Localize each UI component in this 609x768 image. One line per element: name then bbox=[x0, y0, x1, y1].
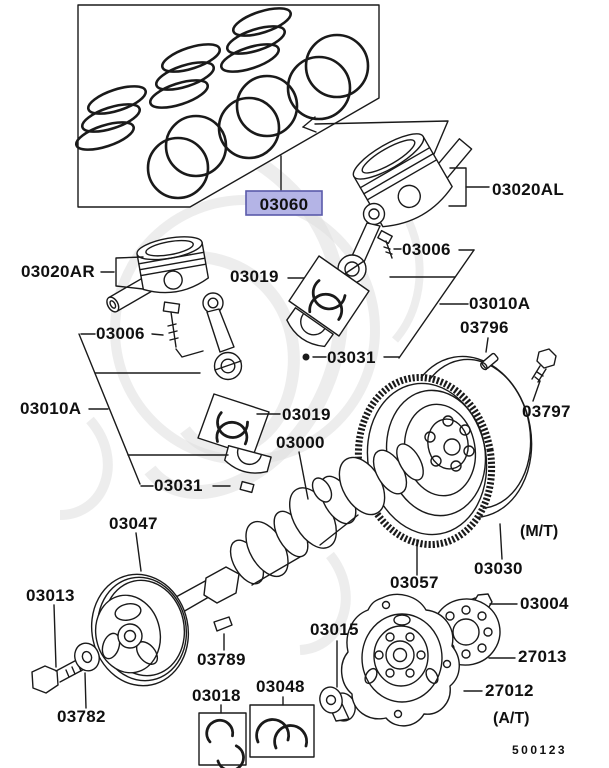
part-label-03048[interactable]: 03048 bbox=[256, 677, 305, 696]
connecting-rod-left-art bbox=[202, 292, 243, 381]
rod-bearing-box-left-art bbox=[197, 393, 270, 457]
part-label-03782[interactable]: 03782 bbox=[57, 707, 106, 726]
pin-03796-art bbox=[480, 352, 499, 371]
part-label-03006-right[interactable]: 03006 bbox=[402, 240, 451, 259]
part-label-03019-upper[interactable]: 03019 bbox=[230, 267, 279, 286]
flywheel-art bbox=[354, 355, 533, 549]
part-label-03015[interactable]: 03015 bbox=[310, 620, 359, 639]
pilot-spacer-art bbox=[319, 686, 356, 722]
part-label-03010a-left[interactable]: 03010A bbox=[20, 399, 81, 418]
part-label-03030[interactable]: 03030 bbox=[474, 559, 523, 578]
highlight-box bbox=[245, 190, 323, 216]
part-label-03796[interactable]: 03796 bbox=[460, 318, 509, 337]
bolt-03797-art bbox=[531, 348, 557, 383]
part-label-03004[interactable]: 03004 bbox=[520, 594, 569, 613]
labels: 03060 03020AL 03020AR 03019 03006 03010A… bbox=[20, 180, 571, 757]
part-label-03047[interactable]: 03047 bbox=[109, 514, 158, 533]
part-label-03060-highlight[interactable]: 03060 bbox=[245, 190, 323, 216]
part-label-03020al[interactable]: 03020AL bbox=[492, 180, 564, 199]
rod-bearing-box-right-art bbox=[288, 255, 370, 337]
part-label-27013[interactable]: 27013 bbox=[518, 647, 567, 666]
sheet-number: 500123 bbox=[512, 743, 567, 757]
rod-cap-right-art bbox=[286, 307, 334, 348]
bolt-03006-left-art bbox=[162, 301, 181, 348]
pulley-art bbox=[90, 573, 190, 687]
thrust-washer-box-art bbox=[249, 704, 315, 758]
part-label-03020ar[interactable]: 03020AR bbox=[21, 262, 95, 281]
part-label-03797[interactable]: 03797 bbox=[522, 402, 571, 421]
rod-cap-left-art bbox=[224, 444, 272, 494]
part-label-03006-left[interactable]: 03006 bbox=[96, 324, 145, 343]
part-label-03060[interactable]: 03060 bbox=[260, 195, 309, 214]
part-label-03019-lower[interactable]: 03019 bbox=[282, 405, 331, 424]
note-mt: (M/T) bbox=[520, 523, 558, 540]
piston-ring-set-box-art bbox=[74, 4, 380, 208]
part-label-03018[interactable]: 03018 bbox=[192, 686, 241, 705]
part-label-03031-mid[interactable]: 03031 bbox=[327, 348, 376, 367]
part-label-03057[interactable]: 03057 bbox=[390, 573, 439, 592]
main-bearing-box-art bbox=[198, 712, 247, 768]
part-label-27012[interactable]: 27012 bbox=[485, 681, 534, 700]
drive-plate-27012-art bbox=[341, 593, 460, 727]
piston-left-art bbox=[106, 236, 210, 313]
key-03789-art bbox=[213, 616, 233, 632]
part-label-03013[interactable]: 03013 bbox=[26, 586, 75, 605]
crankshaft-art bbox=[161, 443, 424, 620]
part-label-03031-left[interactable]: 03031 bbox=[154, 476, 203, 495]
bolt-03006-right-art bbox=[377, 229, 393, 259]
part-label-03789[interactable]: 03789 bbox=[197, 650, 246, 669]
washer-03782-art bbox=[74, 642, 100, 672]
part-label-03010a-right[interactable]: 03010A bbox=[469, 294, 530, 313]
note-at: (A/T) bbox=[493, 710, 529, 727]
leader-lines bbox=[53, 116, 541, 714]
part-label-03000[interactable]: 03000 bbox=[276, 433, 325, 452]
